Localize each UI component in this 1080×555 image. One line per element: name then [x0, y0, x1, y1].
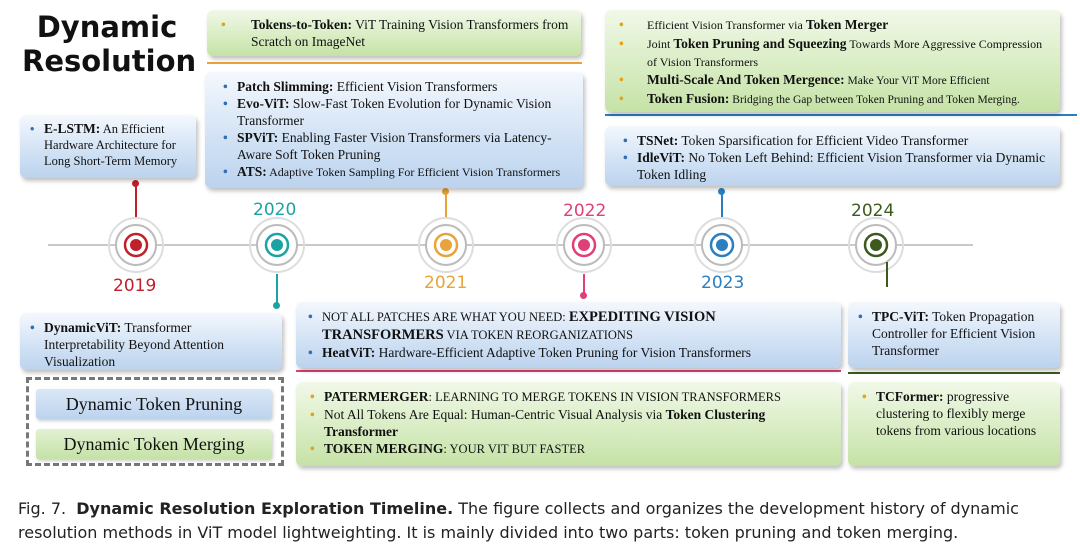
diagram-title: Dynamic Resolution: [22, 10, 197, 78]
stem-2022: [583, 274, 585, 294]
paper-box-2022-merging: •PATERMERGER: LEARNING TO MERGE TOKENS I…: [296, 382, 841, 466]
stem-2020: [276, 274, 278, 304]
caption-fig-number: Fig. 7.: [18, 499, 67, 518]
list-item: •TSNet: Token Sparsification for Efficie…: [623, 133, 969, 148]
stem-2024: [886, 262, 888, 287]
separator-2020: [207, 62, 582, 64]
list-item: •ATS: Adaptive Token Sampling For Effici…: [223, 164, 561, 179]
paper-box-2023-pruning: •TSNet: Token Sparsification for Efficie…: [605, 126, 1060, 186]
paper-box-t2t: •Tokens-to-Token: ViT Training Vision Tr…: [207, 10, 581, 56]
list-item: •Token Fusion: Bridging the Gap between …: [619, 91, 1020, 106]
paper-box-2023-merging: •Efficient Vision Transformer via Token …: [605, 10, 1060, 112]
paper-box-2020-pruning: •Patch Slimming: Efficient Vision Transf…: [205, 72, 583, 188]
pin-2019: [132, 180, 139, 187]
timeline-axis: [48, 244, 973, 246]
list-item: •DynamicViT: Transformer Interpretabilit…: [30, 320, 224, 369]
list-item: •Multi-Scale And Token Mergence: Make Yo…: [619, 72, 990, 87]
list-item: •Joint Token Pruning and Squeezing Towar…: [619, 36, 1043, 69]
list-item: •HeatViT: Hardware-Efficient Adaptive To…: [308, 345, 752, 360]
year-label-2024: 2024: [851, 201, 895, 221]
stem-2021: [445, 192, 447, 217]
year-label-2019: 2019: [113, 276, 157, 296]
separator-2024: [848, 372, 1060, 374]
caption-title: Dynamic Resolution Exploration Timeline.: [76, 499, 454, 518]
node-2023-icon: [694, 217, 750, 273]
list-item: •PATERMERGER: LEARNING TO MERGE TOKENS I…: [310, 389, 781, 404]
node-2019-icon: [108, 217, 164, 273]
list-item: •TPC-ViT: Token Propagation Controller f…: [858, 309, 1036, 358]
caption-text: The figure collects and organizes the de…: [18, 499, 1019, 542]
list-item: •E-LSTM: An Efficient Hardware Architect…: [30, 121, 178, 168]
node-2024-icon: [848, 217, 904, 273]
separator-2023: [605, 114, 1077, 116]
node-2022-icon: [556, 217, 612, 273]
legend-pruning: Dynamic Token Pruning: [36, 389, 272, 419]
legend: Dynamic Token Pruning Dynamic Token Merg…: [26, 377, 284, 466]
pin-2021: [442, 188, 449, 195]
stem-2019: [135, 185, 137, 217]
list-item: •TCFormer: progressive clustering to fle…: [862, 389, 1037, 438]
list-item: •Efficient Vision Transformer via Token …: [619, 17, 889, 32]
pin-2023: [718, 188, 725, 195]
paper-box-tcformer: •TCFormer: progressive clustering to fle…: [848, 382, 1060, 466]
pin-2022: [580, 292, 587, 299]
year-label-2020: 2020: [253, 200, 297, 220]
paper-box-tpcvit: •TPC-ViT: Token Propagation Controller f…: [848, 302, 1060, 368]
paper-box-dynamicvit: •DynamicViT: Transformer Interpretabilit…: [20, 313, 282, 370]
list-item: •IdleViT: No Token Left Behind: Efficien…: [623, 150, 1046, 182]
year-label-2023: 2023: [701, 273, 745, 293]
list-item: •NOT ALL PATCHES ARE WHAT YOU NEED: EXPE…: [308, 309, 716, 343]
node-2021-icon: [418, 217, 474, 273]
list-item: •Evo-ViT: Slow-Fast Token Evolution for …: [223, 96, 552, 128]
year-label-2021: 2021: [424, 273, 468, 293]
list-item: •SPViT: Enabling Faster Vision Transform…: [223, 130, 552, 162]
year-label-2022: 2022: [563, 201, 607, 221]
legend-merging: Dynamic Token Merging: [36, 429, 272, 459]
paper-box-elstm: •E-LSTM: An Efficient Hardware Architect…: [20, 115, 196, 178]
stem-2023: [721, 192, 723, 217]
list-item: •Patch Slimming: Efficient Vision Transf…: [223, 79, 498, 94]
list-item: •Not All Tokens Are Equal: Human-Centric…: [310, 407, 766, 439]
node-2020-icon: [249, 217, 305, 273]
list-item: •TOKEN MERGING: YOUR VIT BUT FASTER: [310, 441, 586, 456]
figure-caption: Fig. 7. Dynamic Resolution Exploration T…: [18, 497, 1068, 545]
paper-box-2022-pruning: •NOT ALL PATCHES ARE WHAT YOU NEED: EXPE…: [296, 302, 841, 368]
list-item: •Tokens-to-Token: ViT Training Vision Tr…: [221, 17, 569, 49]
separator-2022: [296, 370, 841, 372]
pin-2020: [273, 302, 280, 309]
